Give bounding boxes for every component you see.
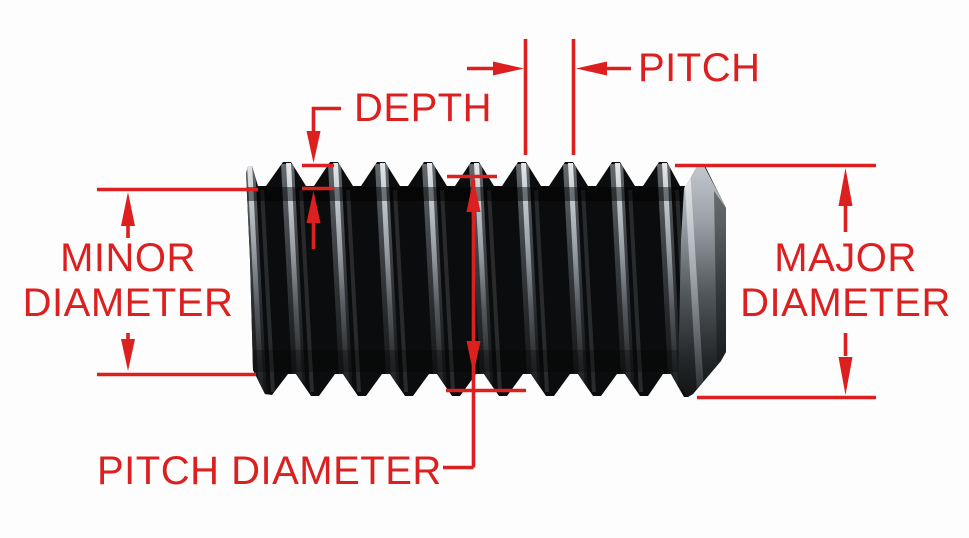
pitch-diameter-arrow-down-icon: [466, 341, 481, 374]
pitch-diameter-arrow-up-icon: [466, 178, 481, 212]
minor-diameter-dimension: [97, 187, 258, 377]
depth-leader-line: [311, 106, 341, 132]
minor-diameter-label-line2: DIAMETER: [22, 281, 234, 325]
depth-arrow-down-icon: [306, 131, 321, 163]
pitch-arrow-right-icon: [493, 61, 524, 76]
pitch-label: PITCH: [638, 46, 761, 90]
major-diameter-label: MAJOR DIAMETER: [725, 236, 966, 326]
major-diameter-label-line2: DIAMETER: [740, 281, 951, 325]
major-diameter-dimension: [675, 163, 876, 400]
major-arrow-down-icon: [838, 357, 853, 395]
major-arrow-up-icon: [838, 168, 853, 206]
major-diameter-label-line1: MAJOR: [774, 236, 917, 280]
pitch-diameter-label: PITCH DIAMETER: [97, 449, 442, 493]
screw-thread-render: [246, 162, 726, 397]
depth-dimension: [302, 106, 341, 249]
minor-arrow-down-icon: [121, 339, 135, 371]
dimension-annotations: [97, 39, 876, 470]
thread-end-chamfer: [678, 164, 726, 397]
pitch-arrow-left-icon: [576, 61, 607, 76]
pitch-diameter-dimension: [443, 174, 526, 470]
minor-diameter-label-line1: MINOR: [60, 236, 196, 280]
depth-arrow-up-icon: [306, 191, 321, 223]
minor-arrow-up-icon: [121, 192, 135, 226]
minor-diameter-label: MINOR DIAMETER: [8, 236, 248, 326]
thread-ridge-highlights: [246, 163, 726, 397]
depth-label: DEPTH: [354, 86, 493, 130]
pitch-dimension: [467, 39, 631, 155]
